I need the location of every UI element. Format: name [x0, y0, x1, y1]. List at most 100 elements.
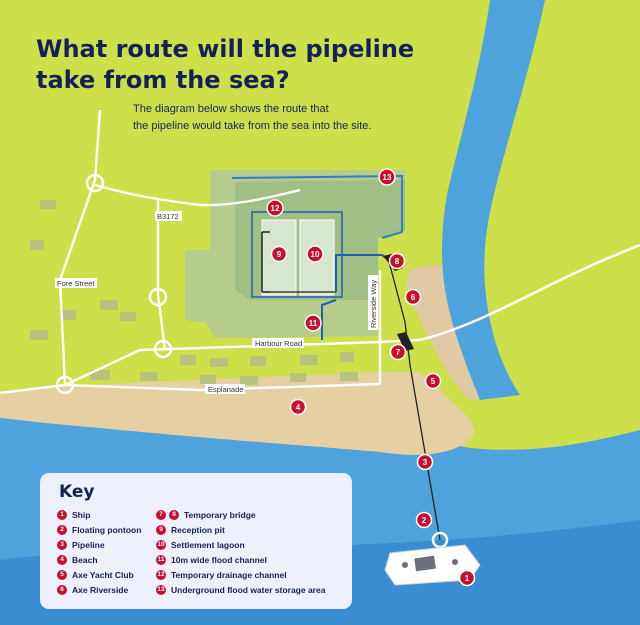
river — [442, 0, 545, 400]
key-label: Underground flood water storage area — [171, 585, 326, 595]
marker-2[interactable]: 2 — [415, 511, 433, 529]
svg-text:7: 7 — [396, 348, 401, 357]
svg-text:3: 3 — [423, 458, 428, 467]
east-bank — [520, 340, 640, 440]
key-marker: 5 — [57, 570, 67, 580]
key-label: Settlement lagoon — [171, 540, 245, 550]
marker-10[interactable]: 10 — [306, 245, 324, 263]
key-marker: 11 — [156, 555, 166, 565]
marker-5[interactable]: 5 — [424, 372, 442, 390]
reception-pit-bracket — [261, 231, 270, 293]
key-label: Axe Yacht Club — [72, 570, 134, 580]
svg-text:6: 6 — [411, 293, 416, 302]
key-marker: 9 — [156, 525, 166, 535]
road-label-esplanade: Esplanade — [208, 385, 243, 394]
key-label: Axe Riverside — [72, 585, 129, 595]
intro-line-2: the pipeline would take from the sea int… — [133, 120, 372, 132]
marker-12[interactable]: 12 — [266, 199, 284, 217]
storage-area-outline — [231, 174, 403, 239]
flood-channel — [321, 299, 337, 340]
ship-deck — [414, 555, 436, 572]
page-title: What route will the pipeline take from t… — [36, 34, 416, 96]
road-label-riverside-way: Riverside Way — [369, 280, 378, 328]
label-box — [205, 384, 245, 394]
label-box — [252, 338, 304, 348]
road-b3172 — [94, 183, 301, 207]
marker-3[interactable]: 3 — [416, 453, 434, 471]
key-label: Pipeline — [72, 540, 105, 550]
marker-6[interactable]: 6 — [404, 288, 422, 306]
key-marker: 7 — [156, 510, 166, 520]
key-marker: 8 — [169, 510, 179, 520]
markers: 1 2 3 4 5 6 7 8 9 10 11 12 13 — [266, 168, 476, 587]
roundabout — [153, 339, 173, 359]
key-item-yacht-club: 5 Axe Yacht Club — [57, 570, 134, 580]
key-marker: 10 — [156, 540, 166, 550]
temporary-bridge-7 — [397, 332, 414, 351]
ship-detail — [402, 562, 408, 568]
marker-7[interactable]: 7 — [389, 343, 407, 361]
key-marker: 6 — [57, 585, 67, 595]
key-label: Beach — [72, 555, 98, 565]
roundabout — [55, 375, 75, 395]
ship — [384, 544, 481, 586]
road-label-harbour-road: Harbour Road — [255, 339, 302, 348]
road-esplanade — [0, 382, 381, 395]
road-west — [58, 109, 102, 386]
intro-text: The diagram below shows the route that t… — [133, 101, 433, 135]
key-item-lagoon: 10 Settlement lagoon — [156, 540, 245, 550]
ship-detail — [452, 559, 458, 565]
svg-text:9: 9 — [277, 250, 282, 259]
svg-text:8: 8 — [395, 257, 400, 266]
key-label: Ship — [72, 510, 91, 520]
svg-text:1: 1 — [465, 574, 470, 583]
key-title: Key — [59, 482, 95, 502]
key-marker: 12 — [156, 570, 166, 580]
marker-4[interactable]: 4 — [289, 398, 307, 416]
key-label: Temporary bridge — [184, 510, 256, 520]
title-line-1: What route will the pipeline — [36, 35, 415, 63]
road-harbour — [64, 243, 640, 387]
label-box — [155, 211, 182, 221]
road-fore-street — [156, 200, 167, 351]
key-item-flood-channel: 11 10m wide flood channel — [156, 555, 267, 565]
title-line-2: take from the sea? — [36, 66, 290, 94]
key-label: Temporary drainage channel — [171, 570, 287, 580]
town-buildings — [30, 200, 358, 385]
label-box — [55, 278, 97, 288]
key-item-pontoon: 2 Floating pontoon — [57, 525, 141, 535]
road-label-fore-street: Fore Street — [57, 279, 95, 288]
svg-text:10: 10 — [311, 250, 320, 259]
key-marker: 3 — [57, 540, 67, 550]
key-marker: 2 — [57, 525, 67, 535]
marker-1[interactable]: 1 — [458, 569, 476, 587]
roundabout — [85, 173, 105, 193]
svg-text:13: 13 — [383, 173, 392, 182]
road-network — [0, 109, 640, 395]
svg-text:2: 2 — [422, 516, 427, 525]
intro-line-1: The diagram below shows the route that — [133, 103, 329, 115]
label-box — [368, 275, 378, 330]
floating-pontoon — [431, 531, 449, 549]
beach — [0, 372, 475, 455]
key-item-drainage-channel: 12 Temporary drainage channel — [156, 570, 287, 580]
key-marker: 1 — [57, 510, 67, 520]
key-item-ship: 1 Ship — [57, 510, 90, 520]
marker-11[interactable]: 11 — [304, 314, 322, 332]
marker-9[interactable]: 9 — [270, 245, 288, 263]
marker-8[interactable]: 8 — [388, 252, 406, 270]
key-marker: 13 — [156, 585, 166, 595]
key-label: Floating pontoon — [72, 525, 142, 535]
svg-text:11: 11 — [309, 319, 318, 328]
svg-text:5: 5 — [431, 377, 436, 386]
key-item-storage-area: 13 Underground flood water storage area — [156, 585, 325, 595]
key-label: 10m wide flood channel — [171, 555, 267, 565]
road-label-b3172: B3172 — [157, 212, 179, 221]
marker-13[interactable]: 13 — [378, 168, 396, 186]
key-item-pipeline: 3 Pipeline — [57, 540, 105, 550]
svg-text:12: 12 — [271, 204, 280, 213]
key-label: Reception pit — [171, 525, 225, 535]
